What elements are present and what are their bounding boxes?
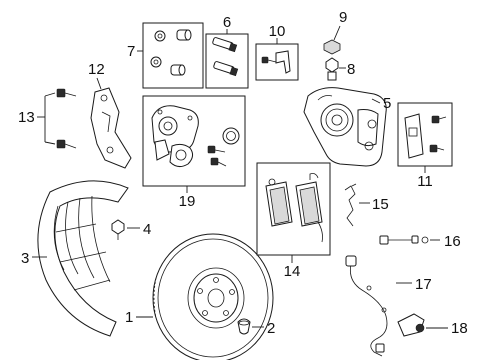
callout-16: 16 xyxy=(444,233,461,250)
callout-12: 12 xyxy=(88,61,105,78)
part-11-pad-clip-and-bolts xyxy=(404,113,447,159)
part-5-caliper xyxy=(303,87,387,167)
callout-2: 2 xyxy=(267,320,275,337)
part-16-wear-sensor xyxy=(379,235,429,245)
leader-13-top xyxy=(44,92,56,97)
callout-10: 10 xyxy=(269,23,286,40)
callout-4: 4 xyxy=(143,221,151,238)
part-15-anti-rattle-spring xyxy=(344,183,357,227)
box-14 xyxy=(256,162,331,256)
part-19-bolts xyxy=(207,145,227,167)
part-18-sensor-bracket xyxy=(397,313,425,337)
part-10-bracket-clip xyxy=(261,50,291,74)
part-17-abs-sensor-cable xyxy=(345,255,388,357)
callout-5: 5 xyxy=(383,95,391,112)
part-4-shield-bolt xyxy=(111,219,125,240)
callout-3: 3 xyxy=(21,250,29,267)
callout-14: 14 xyxy=(284,263,301,280)
part-19-seal-ring xyxy=(222,127,240,145)
callout-18: 18 xyxy=(451,320,468,337)
part-9-bleeder-cap xyxy=(323,39,341,55)
leader-12 xyxy=(96,77,102,90)
part-19-caliper-motor xyxy=(151,105,199,168)
leader-13-bottom xyxy=(44,141,56,145)
callout-13: 13 xyxy=(18,109,35,126)
part-2-rotor-screw xyxy=(237,318,251,335)
part-8-bleeder-screw xyxy=(325,57,339,81)
leader-9 xyxy=(333,25,341,41)
callout-15: 15 xyxy=(372,196,389,213)
part-1-brake-rotor xyxy=(152,233,274,360)
part-7-bushings xyxy=(150,29,192,76)
part-6-guide-pins xyxy=(212,37,239,77)
part-3-dust-shield xyxy=(37,180,129,337)
part-14-brake-pads xyxy=(265,173,323,243)
box-11 xyxy=(397,102,453,167)
part-12-caliper-bracket xyxy=(90,87,132,169)
callout-9: 9 xyxy=(339,9,347,26)
callout-8: 8 xyxy=(347,61,355,78)
box-19 xyxy=(142,95,246,187)
callout-7: 7 xyxy=(127,43,135,60)
callout-1: 1 xyxy=(125,309,133,326)
leader-5 xyxy=(371,98,381,104)
callout-6: 6 xyxy=(223,14,231,31)
callout-17: 17 xyxy=(415,276,432,293)
callout-19: 19 xyxy=(179,193,196,210)
box-7 xyxy=(142,22,204,89)
part-13-bracket-bolts xyxy=(56,88,77,149)
callout-11: 11 xyxy=(417,173,433,190)
